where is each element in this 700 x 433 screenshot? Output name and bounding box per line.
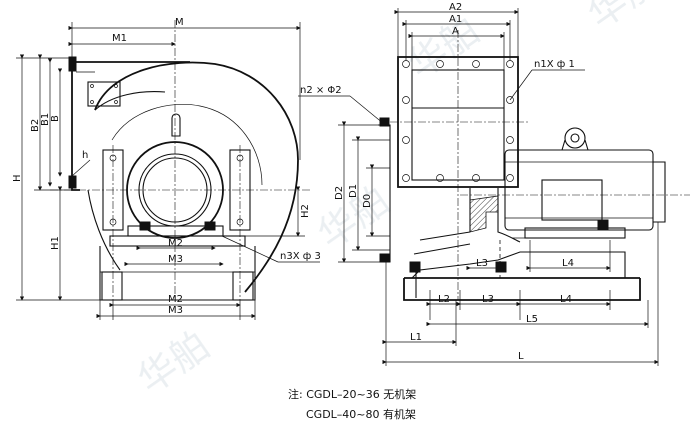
dim-H2: H2 [300, 204, 311, 218]
motor-body [504, 149, 654, 231]
note-line-1: 注: CGDL–20~36 无机架 [288, 387, 416, 401]
dim-B1: B1 [40, 113, 51, 126]
dim-M1: M1 [112, 33, 127, 44]
dim-L1: L1 [410, 332, 422, 343]
dim-B2: B2 [30, 119, 41, 132]
dim-H1: H1 [50, 236, 61, 250]
dim-A: A [452, 26, 459, 37]
outlet-flange-top [68, 56, 77, 72]
dim-A1: A1 [449, 14, 462, 25]
dim-D1: D1 [348, 184, 359, 198]
side-view: A2 A1 A n1X ф 1 n2 × Φ2 D2 D1 D0 L3 [298, 2, 690, 366]
svg-text:华舶: 华舶 [130, 323, 218, 403]
impeller-section [469, 195, 499, 233]
dim-M: M [175, 17, 184, 28]
callout-n1: n1X ф 1 [534, 59, 575, 70]
callout-n2: n2 × Φ2 [300, 85, 342, 96]
junction-box [87, 81, 121, 107]
svg-text:华舶: 华舶 [580, 0, 668, 37]
dim-L3-upper: L3 [476, 258, 488, 269]
dim-L4-lower: L4 [560, 294, 572, 305]
dim-L: L [518, 351, 524, 362]
dim-B: B [50, 115, 61, 122]
dim-A2: A2 [449, 2, 462, 13]
svg-text:华舶: 华舶 [400, 8, 488, 88]
outlet-flange-bottom [68, 175, 77, 189]
note-line-2: CGDL–40~80 有机架 [306, 407, 416, 421]
dim-D0: D0 [362, 194, 373, 208]
dim-M3-upper: M3 [168, 254, 183, 265]
callout-n3: n3X ф 3 [280, 251, 321, 262]
front-view: M M1 H B2 B1 B h H1 H2 M2 M3 M2 [12, 17, 321, 320]
lifting-eye [564, 127, 586, 149]
dim-M2-upper: M2 [168, 238, 183, 249]
flange-bolt-holes [402, 60, 514, 182]
dim-L2: L2 [438, 294, 450, 305]
dim-h: h [82, 150, 88, 161]
dim-L3-lower: L3 [482, 294, 494, 305]
dim-M3-lower: M3 [168, 305, 183, 316]
dim-H: H [12, 174, 23, 182]
dim-L4-upper: L4 [562, 258, 574, 269]
dim-D2: D2 [334, 186, 345, 200]
dim-M2-lower: M2 [168, 294, 183, 305]
dim-L5: L5 [526, 314, 538, 325]
